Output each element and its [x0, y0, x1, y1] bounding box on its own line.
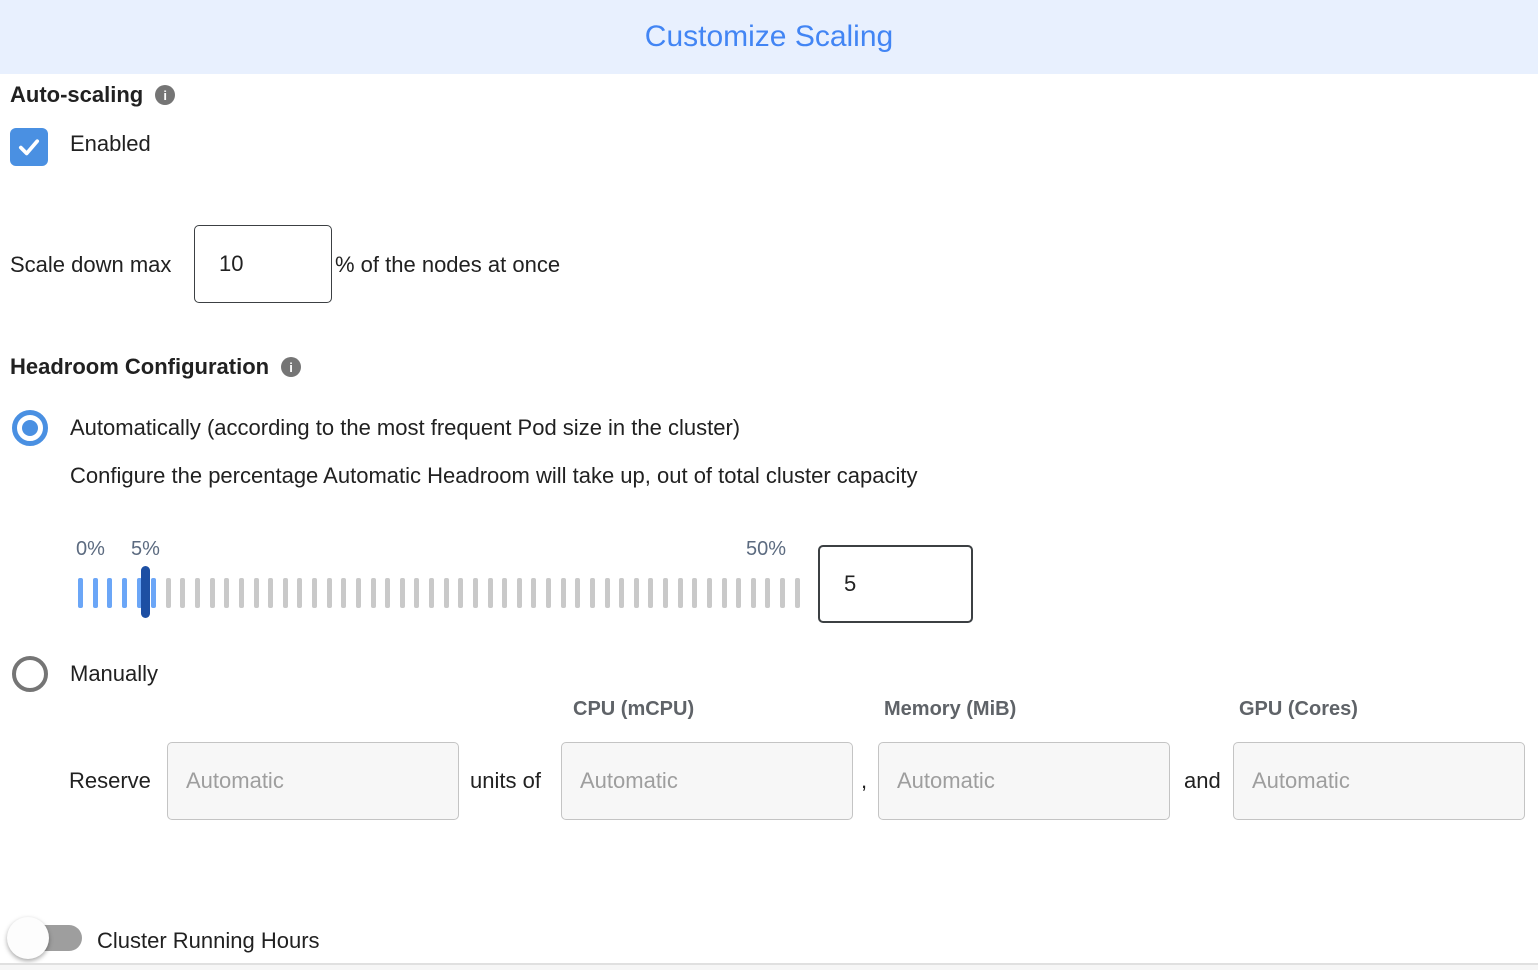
slider-tick: [282, 578, 288, 608]
slider-tick: [121, 578, 127, 608]
slider-tick: [107, 578, 113, 608]
slider-tick: [326, 578, 332, 608]
memory-column-header: Memory (MiB): [884, 698, 1017, 720]
cpu-column-header: CPU (mCPU): [573, 698, 695, 720]
slider-tick: [224, 578, 230, 608]
slider-tick: [531, 578, 537, 608]
check-icon: [18, 139, 40, 156]
slider-tick: [151, 578, 157, 608]
headroom-manual-label: Manually: [70, 661, 159, 686]
slider-tick: [253, 578, 259, 608]
slider-tick: [195, 578, 200, 608]
scale-down-suffix-label: % of the nodes at once: [335, 252, 561, 277]
slider-min-label: 0%: [76, 538, 105, 560]
enabled-label: Enabled: [70, 131, 151, 156]
reserve-cpu-input[interactable]: [561, 742, 853, 820]
headroom-slider[interactable]: [78, 566, 800, 618]
scale-down-max-input[interactable]: [194, 225, 332, 303]
page-title: Customize Scaling: [644, 20, 894, 53]
slider-tick: [443, 578, 449, 608]
toggle-knob: [7, 917, 49, 959]
headroom-automatic-description: Configure the percentage Automatic Headr…: [70, 463, 918, 488]
slider-tick: [136, 578, 142, 608]
reserve-gpu-input[interactable]: [1233, 742, 1525, 820]
auto-scaling-enabled-checkbox[interactable]: [10, 128, 48, 166]
slider-tick: [165, 578, 171, 608]
headroom-heading-label: Headroom Configuration: [10, 354, 270, 379]
slider-tick: [546, 578, 551, 608]
gpu-column-header: GPU (Cores): [1239, 698, 1358, 720]
slider-tick: [692, 578, 698, 608]
slider-tick: [633, 578, 639, 608]
slider-max-label: 50%: [746, 538, 787, 560]
slider-tick: [268, 578, 274, 608]
slider-tick: [780, 578, 785, 608]
slider-tick: [677, 578, 683, 608]
slider-tick: [297, 578, 303, 608]
headroom-configuration-heading: Headroom Configuration i: [10, 354, 302, 380]
slider-tick: [487, 578, 493, 608]
slider-tick: [429, 578, 434, 608]
slider-tick: [458, 578, 464, 608]
slider-tick: [355, 578, 361, 608]
cluster-running-hours-toggle[interactable]: [0, 917, 90, 961]
auto-scaling-heading: Auto-scaling i: [10, 82, 176, 108]
slider-tick: [560, 578, 566, 608]
bottom-divider: [0, 963, 1538, 965]
scale-down-prefix-label: Scale down max: [10, 252, 172, 277]
headroom-automatic-label: Automatically (according to the most fre…: [70, 415, 741, 440]
comma-separator: ,: [861, 768, 868, 793]
headroom-percentage-input[interactable]: [818, 545, 973, 623]
info-icon[interactable]: i: [155, 85, 176, 105]
units-of-label: units of: [470, 768, 541, 793]
slider-tick: [765, 578, 771, 608]
slider-tick: [589, 578, 595, 608]
slider-tick: [750, 578, 756, 608]
and-label: and: [1184, 768, 1221, 793]
slider-tick: [721, 578, 727, 608]
slider-tick: [370, 578, 376, 608]
slider-tick: [502, 578, 508, 608]
headroom-manual-radio[interactable]: [12, 656, 48, 692]
slider-tick: [648, 578, 654, 608]
slider-tick: [399, 578, 405, 608]
slider-tick: [209, 578, 215, 608]
slider-current-label: 5%: [131, 538, 160, 560]
panel-header: Customize Scaling: [0, 0, 1538, 74]
info-icon[interactable]: i: [281, 357, 302, 377]
slider-tick: [180, 578, 186, 608]
slider-tick: [619, 578, 625, 608]
slider-tick: [706, 578, 712, 608]
slider-handle[interactable]: [141, 566, 150, 618]
slider-tick: [604, 578, 610, 608]
slider-tick: [414, 578, 420, 608]
slider-tick: [472, 578, 478, 608]
reserve-memory-input[interactable]: [878, 742, 1170, 820]
auto-scaling-heading-label: Auto-scaling: [10, 82, 144, 107]
slider-tick: [736, 578, 742, 608]
cluster-running-hours-label: Cluster Running Hours: [97, 928, 320, 953]
footer-strip: [0, 965, 1538, 970]
slider-tick: [385, 578, 391, 608]
slider-ticks: [78, 578, 800, 608]
slider-tick: [516, 578, 522, 608]
headroom-automatic-radio[interactable]: [12, 410, 48, 446]
slider-tick: [92, 578, 98, 608]
slider-tick: [575, 578, 581, 608]
slider-tick: [341, 578, 347, 608]
slider-tick: [78, 578, 83, 608]
reserve-units-input[interactable]: [167, 742, 459, 820]
slider-tick: [794, 578, 800, 608]
slider-tick: [663, 578, 668, 608]
slider-tick: [312, 578, 317, 608]
slider-tick: [238, 578, 244, 608]
reserve-label: Reserve: [69, 768, 151, 793]
